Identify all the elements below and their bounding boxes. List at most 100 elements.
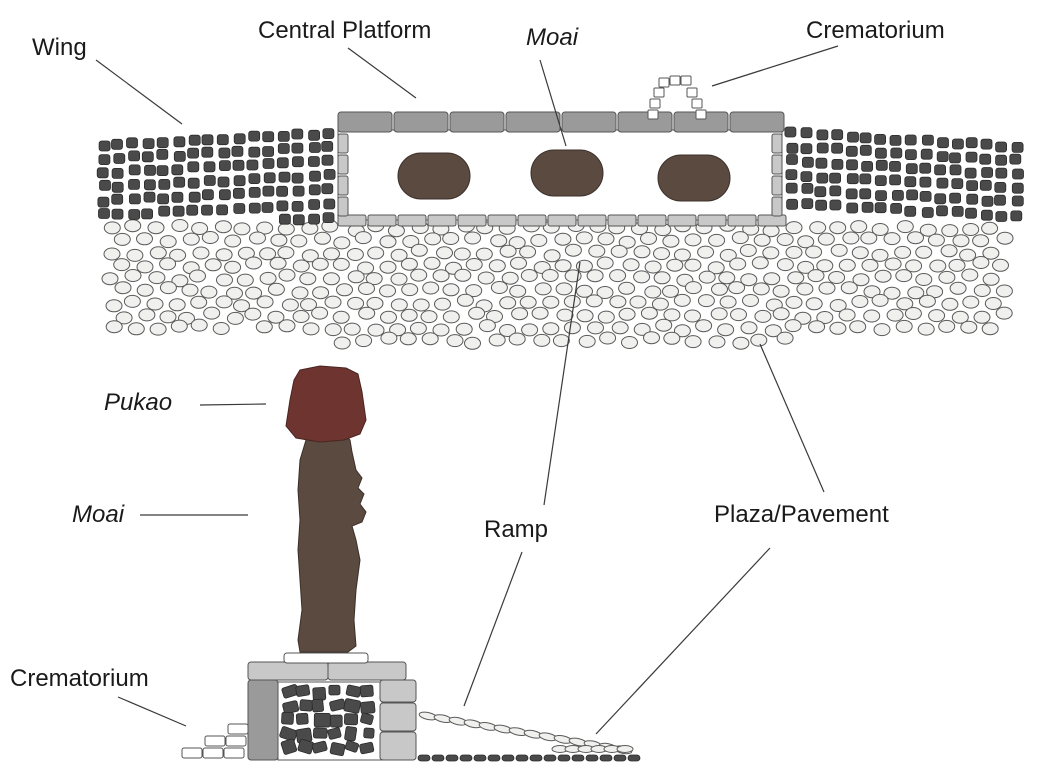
plaza-stone — [146, 297, 164, 311]
plaza-stone — [149, 322, 167, 336]
plaza-stone — [863, 309, 881, 323]
plaza-stone — [838, 308, 856, 322]
ahu-section — [247, 652, 417, 761]
wing-stone — [816, 172, 829, 184]
plaza-stone — [324, 323, 342, 337]
plaza-stone — [314, 231, 331, 245]
plaza-stone — [776, 258, 794, 272]
plaza-stone — [919, 223, 937, 237]
plaza-stone — [358, 282, 375, 295]
wing-stone — [143, 191, 156, 203]
crematorium-side — [181, 723, 249, 759]
pavement-stone — [557, 754, 571, 762]
wing-stone — [201, 189, 214, 201]
wing-stone — [158, 205, 171, 217]
plaza-stone — [995, 306, 1013, 320]
wing-stone — [141, 151, 154, 163]
plaza-stone — [477, 271, 495, 285]
plaza-stone — [829, 221, 847, 235]
wing-stone — [889, 134, 902, 146]
wing-stone — [292, 185, 305, 197]
plaza-stone — [412, 298, 430, 312]
plaza-stone — [599, 331, 617, 345]
plaza-stone — [829, 321, 847, 335]
plaza-stone — [730, 308, 747, 322]
plaza-stone — [543, 249, 561, 263]
plaza-stone — [358, 306, 376, 320]
wing-stone — [874, 133, 886, 145]
plaza-stone — [347, 270, 365, 284]
plaza-stone — [278, 268, 296, 282]
plaza-stone — [884, 257, 902, 271]
plaza-stone — [828, 271, 846, 284]
rubble-stone — [280, 738, 298, 755]
rubble-stone — [299, 699, 313, 712]
plaza-stone — [509, 284, 527, 298]
plaza-stone — [442, 310, 460, 324]
plaza-stone — [300, 298, 317, 312]
plaza-stone — [105, 320, 123, 334]
wing-stone — [979, 153, 992, 165]
plaza-stone — [938, 319, 956, 333]
platform-top-slabs — [337, 111, 785, 133]
plaza-stone — [149, 246, 167, 260]
plaza-stone — [301, 249, 319, 263]
wing-stone — [263, 172, 276, 184]
wing-stone — [322, 212, 335, 224]
plaza-stone — [204, 258, 222, 272]
wing-stone — [831, 158, 844, 170]
wing-stone — [276, 185, 289, 197]
plaza-stone — [807, 269, 825, 283]
plaza-stone — [905, 259, 923, 273]
wing-stone — [201, 204, 213, 216]
leader-lines — [95, 45, 839, 735]
plaza-stone — [698, 270, 716, 284]
wing-stone — [981, 167, 993, 178]
plaza-stone — [365, 272, 383, 286]
wing-stone — [173, 176, 186, 188]
pavement-stone — [613, 754, 627, 762]
wing-stone — [173, 150, 186, 162]
plaza-stone — [895, 319, 913, 333]
plaza-stone — [673, 248, 691, 262]
wing-stone — [111, 181, 124, 193]
wing-stone — [248, 146, 261, 158]
wing-stone — [936, 205, 948, 217]
wing-stone — [157, 193, 170, 205]
plaza-stone — [918, 294, 936, 308]
pavement-stone — [473, 754, 487, 762]
wing-stone — [128, 178, 140, 190]
plaza-stone — [871, 248, 889, 262]
plaza-stone — [190, 295, 208, 309]
plaza-stone — [542, 322, 560, 336]
plaza-stone — [224, 260, 242, 274]
plaza-stone — [105, 299, 123, 313]
plaza-stone — [123, 294, 141, 308]
wing-stone — [889, 174, 901, 186]
plaza-stone — [159, 281, 177, 295]
plaza-stone — [226, 286, 243, 300]
plaza-stone — [808, 320, 826, 334]
plaza-stone — [126, 248, 144, 262]
plaza-stone — [940, 244, 958, 258]
plaza-stone — [390, 272, 408, 286]
plaza-stone — [973, 310, 991, 324]
label-crematorium-side: Crematorium — [10, 665, 149, 692]
plaza-stone — [776, 233, 794, 246]
platform-slab — [517, 214, 547, 227]
platform-slab — [577, 214, 607, 227]
plaza-pavement-stones — [101, 218, 1014, 350]
plaza-stone — [697, 245, 715, 259]
platform-slab — [771, 196, 783, 217]
plaza-stone — [797, 260, 815, 274]
plaza-stone — [629, 295, 647, 309]
plaza-stone — [633, 322, 651, 336]
plaza-stone — [684, 233, 702, 247]
plaza-stone — [915, 273, 933, 286]
platform-bottom-slabs — [337, 214, 787, 227]
plaza-stone — [576, 309, 594, 323]
plaza-stone — [576, 284, 593, 298]
platform-slab — [427, 214, 457, 227]
wing-stone — [292, 214, 305, 226]
rubble-stone — [363, 727, 375, 739]
